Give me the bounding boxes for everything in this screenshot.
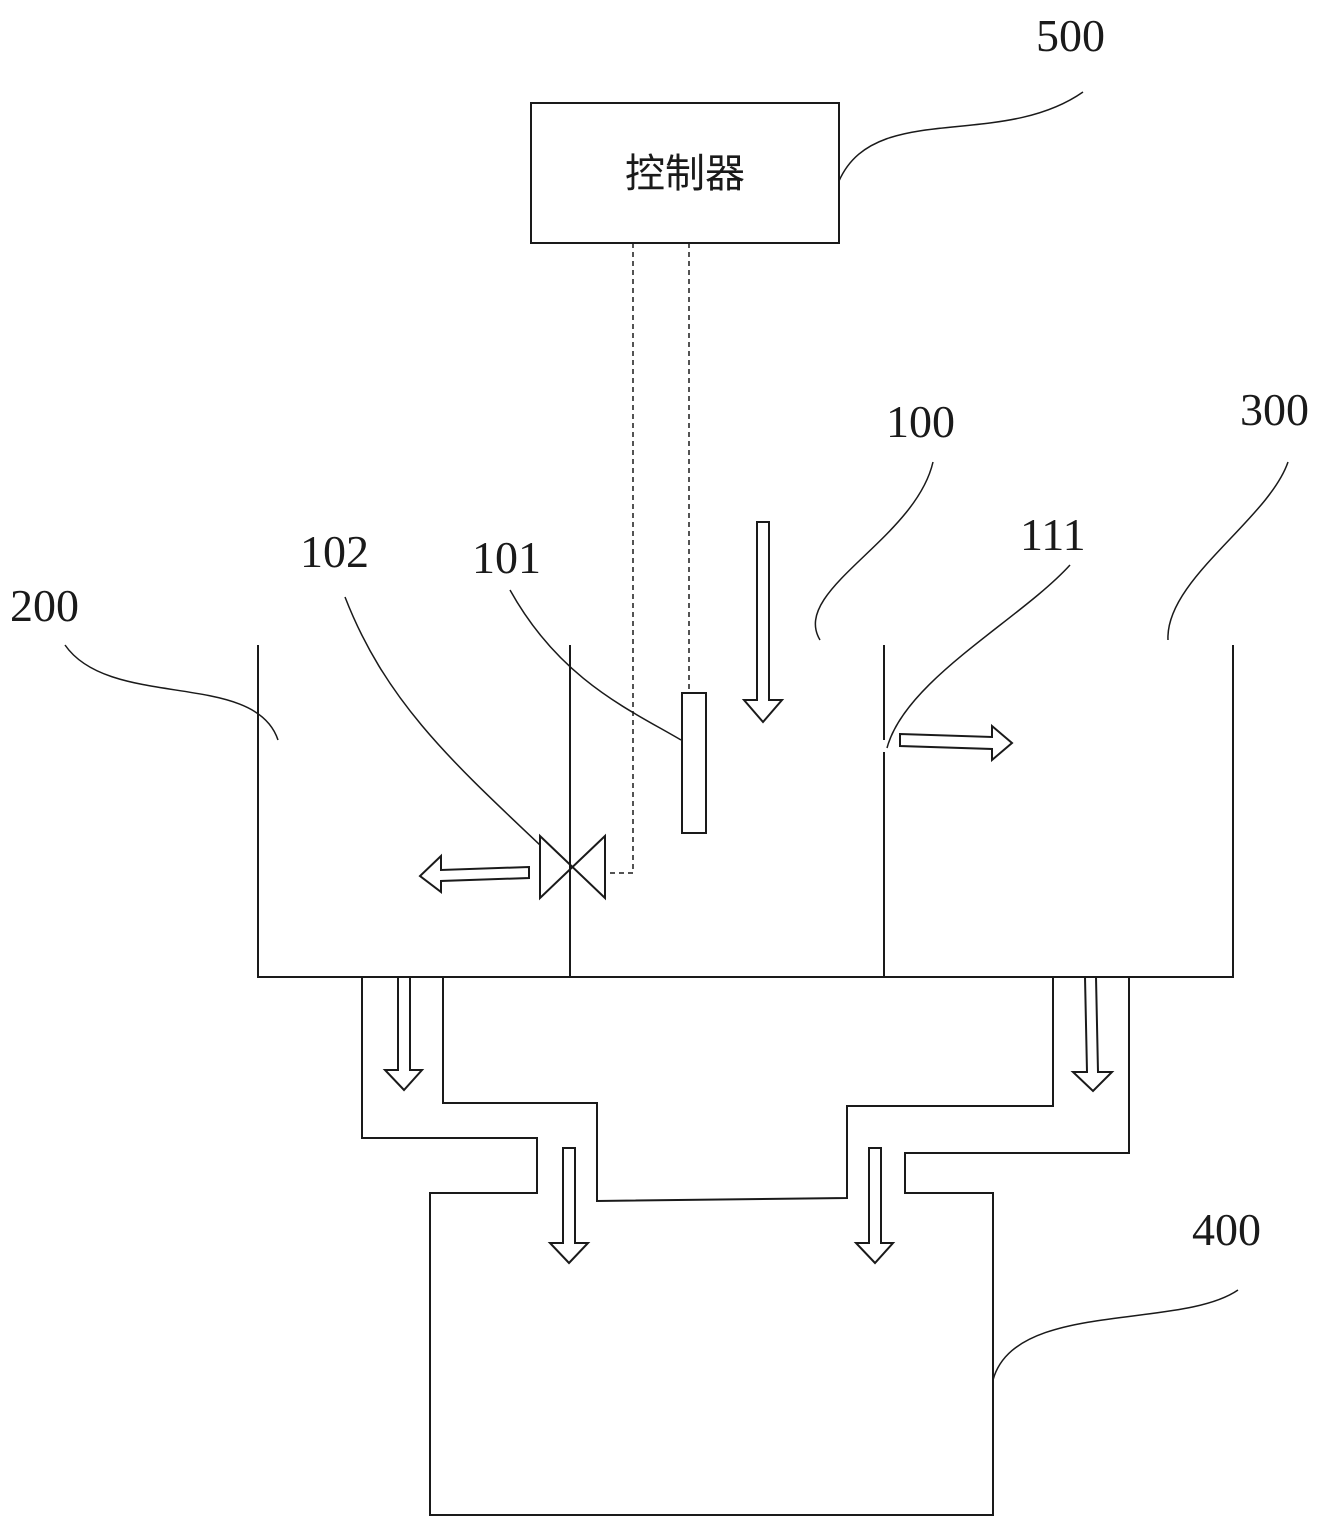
center-drain-pipe [442, 977, 1054, 1203]
left-drain-pipe-outer [361, 977, 1130, 1516]
label-400: 400 [1192, 1204, 1261, 1255]
arrow-drain-left [382, 976, 425, 1092]
tank-300-wall [570, 645, 1234, 978]
label-100: 100 [886, 396, 955, 447]
label-200: 200 [10, 580, 79, 631]
controller-box [530, 102, 840, 244]
leader-102 [344, 596, 541, 846]
level-sensor [681, 692, 707, 834]
arrow-drain-center-right [853, 1147, 896, 1265]
label-101: 101 [472, 532, 541, 583]
signal-line-valve [605, 243, 634, 874]
label-300: 300 [1240, 384, 1309, 435]
controller-label: 控制器 [625, 151, 745, 197]
arrow-overflow-right [899, 723, 1014, 763]
leader-300 [1167, 461, 1289, 641]
arrow-valve-left [418, 853, 530, 895]
arrow-drain-center-left [547, 1147, 591, 1265]
tank-200-wall [257, 645, 571, 978]
leader-500 [838, 91, 1084, 182]
leader-400 [992, 1289, 1239, 1381]
leader-100 [814, 461, 934, 641]
leader-101 [509, 589, 682, 741]
arrow-drain-right [1070, 976, 1115, 1093]
valve-icon [539, 833, 606, 901]
leader-111 [886, 564, 1071, 749]
label-111: 111 [1020, 509, 1086, 560]
leader-200 [64, 644, 279, 741]
label-102: 102 [300, 526, 369, 577]
label-500: 500 [1036, 10, 1105, 61]
arrow-inflow-down [741, 521, 785, 724]
